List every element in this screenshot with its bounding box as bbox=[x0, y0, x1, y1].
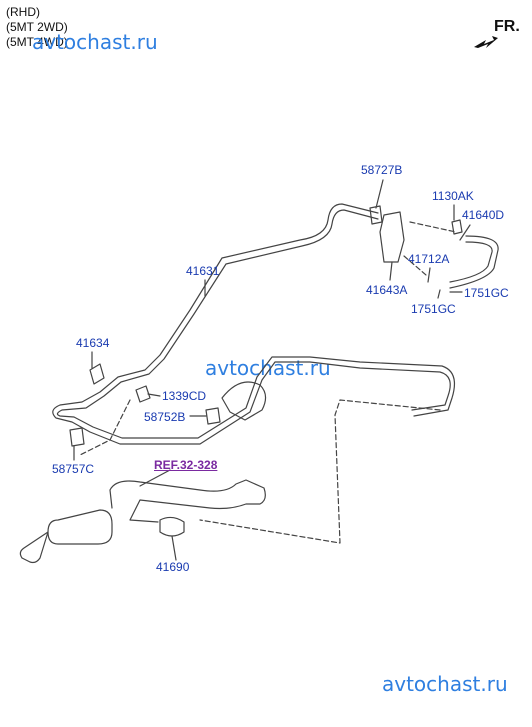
label-41631: 41631 bbox=[186, 264, 220, 278]
cylinder-body bbox=[47, 509, 113, 545]
header-5mt-2wd: (5MT 2WD) bbox=[6, 20, 68, 34]
bracket-41643A bbox=[379, 211, 405, 263]
leader-41643A bbox=[389, 261, 393, 281]
leader-1751GC-b bbox=[437, 289, 441, 299]
leader-1339CD bbox=[147, 393, 161, 397]
pipe-loop bbox=[221, 381, 267, 421]
hose-41640D bbox=[449, 235, 499, 289]
front-direction-label: FR. bbox=[494, 18, 520, 35]
label-58727B: 58727B bbox=[361, 163, 403, 177]
label-1339CD: 1339CD bbox=[162, 389, 207, 403]
watermark-bottom: avtochast.ru bbox=[382, 672, 508, 696]
label-41712A: 41712A bbox=[408, 252, 450, 266]
clip-1339CD bbox=[135, 385, 151, 403]
label-1751GC-bottom: 1751GC bbox=[411, 302, 456, 316]
header-5mt-4wd: (5MT 4WD) bbox=[6, 35, 68, 49]
leader-58727B bbox=[375, 179, 384, 209]
label-58752B: 58752B bbox=[144, 410, 186, 424]
header-rhd: (RHD) bbox=[6, 5, 40, 19]
watermark-middle: avtochast.ru bbox=[205, 356, 331, 380]
pipe-41631-a bbox=[52, 203, 451, 445]
connector-dashed-1 bbox=[409, 221, 457, 233]
label-41643A: 41643A bbox=[366, 283, 408, 297]
leader-41640D bbox=[459, 224, 471, 241]
label-58757C: 58757C bbox=[52, 462, 95, 476]
label-1751GC-right: 1751GC bbox=[464, 286, 509, 300]
hose-41640D-b bbox=[449, 241, 493, 283]
reference-32-328[interactable]: REF.32-328 bbox=[154, 458, 218, 472]
connector-dashed-4 bbox=[79, 399, 131, 456]
pipe-41631-b bbox=[56, 209, 455, 439]
cylinder-pushrod bbox=[19, 531, 49, 564]
clip-58752B bbox=[205, 407, 221, 425]
fitting-58727B bbox=[369, 205, 383, 225]
label-41640D: 41640D bbox=[462, 208, 505, 222]
leader-41712A bbox=[427, 267, 431, 283]
front-direction-arrow bbox=[474, 36, 498, 48]
connector-dashed-2 bbox=[403, 255, 427, 276]
cylinder-cap-41690 bbox=[159, 516, 185, 537]
leader-ref bbox=[139, 469, 171, 487]
clip-41634 bbox=[89, 363, 105, 385]
leader-41690 bbox=[171, 535, 177, 561]
connector-dashed-3 bbox=[199, 399, 441, 544]
cylinder-reservoir-pipe bbox=[109, 479, 266, 523]
label-41690: 41690 bbox=[156, 560, 190, 574]
bolt-1130AK bbox=[451, 219, 463, 235]
watermark-top: avtochast.ru bbox=[32, 30, 158, 54]
label-1130AK: 1130AK bbox=[432, 189, 474, 203]
clip-58757C bbox=[69, 427, 85, 447]
label-41634: 41634 bbox=[76, 336, 110, 350]
